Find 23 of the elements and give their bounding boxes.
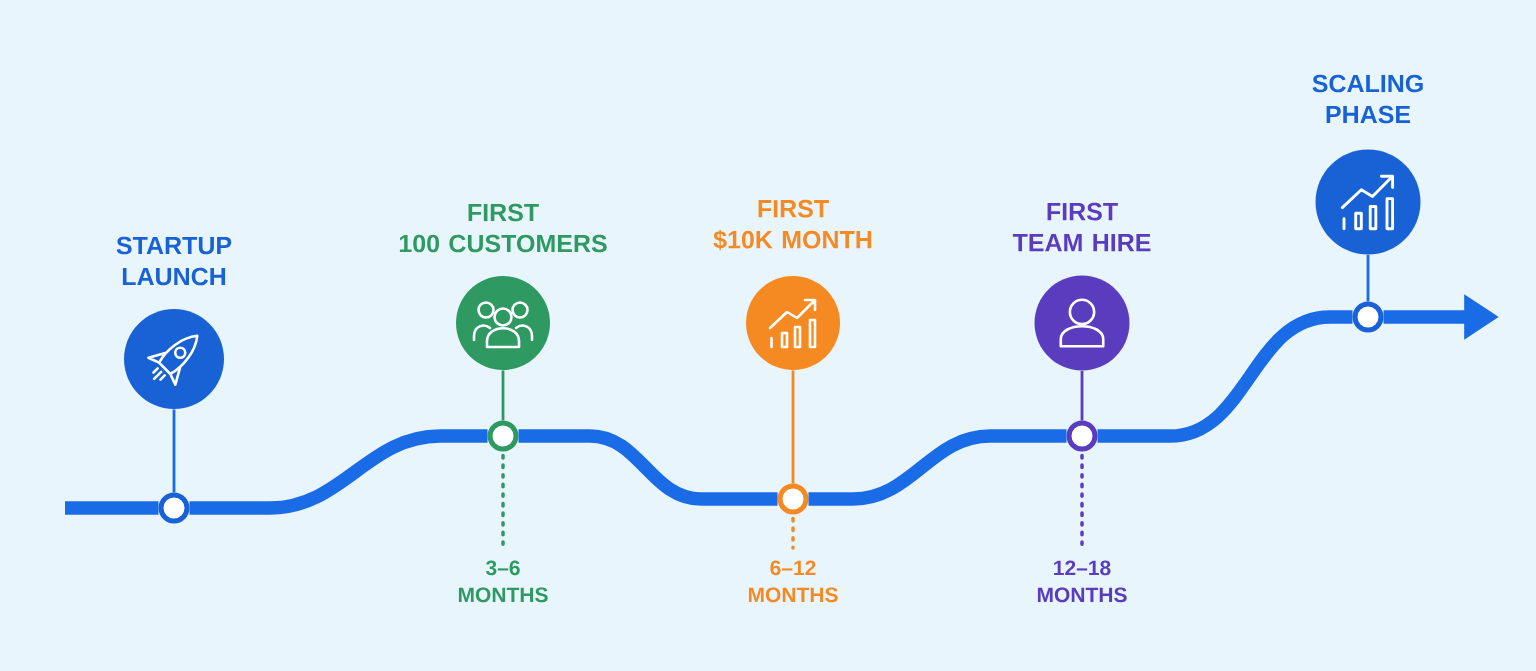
connector-line bbox=[1080, 370, 1084, 421]
timeline-track bbox=[518, 429, 778, 506]
milestone-title: SCALING PHASE bbox=[1312, 74, 1423, 124]
ring-marker bbox=[1352, 301, 1384, 333]
timeline-track bbox=[1097, 310, 1353, 443]
ring-marker bbox=[158, 492, 190, 524]
ring-marker bbox=[777, 483, 809, 515]
timeline-track bbox=[189, 429, 488, 515]
ring-marker bbox=[487, 420, 519, 452]
duration-label: 3–6 MONTHS bbox=[458, 560, 548, 603]
duration-label: 6–12 MONTHS bbox=[748, 560, 838, 603]
timeline-track bbox=[808, 429, 1067, 506]
connector-line bbox=[172, 409, 176, 493]
milestone-title: FIRST $10K MONTH bbox=[713, 199, 872, 251]
ring-marker bbox=[1066, 420, 1098, 452]
milestone-title: STARTUP LAUNCH bbox=[116, 236, 232, 286]
duration-label: 12–18 MONTHS bbox=[1037, 560, 1127, 603]
milestone-title: FIRST TEAM HIRE bbox=[1012, 202, 1151, 252]
connector-line bbox=[1366, 254, 1370, 302]
connector-line bbox=[501, 370, 505, 421]
timeline-track bbox=[65, 501, 159, 515]
connector-line bbox=[791, 370, 795, 484]
milestone-title: FIRST 100 CUSTOMERS bbox=[399, 203, 607, 253]
